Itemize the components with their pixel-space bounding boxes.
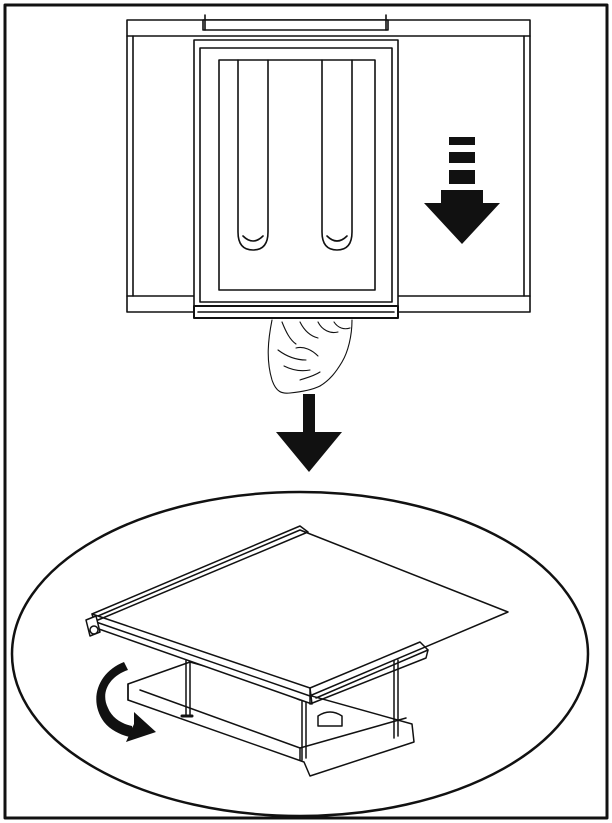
removed-drawer-detail xyxy=(85,525,509,777)
drawer-top-rail xyxy=(202,19,389,31)
hand-icon xyxy=(267,319,353,394)
drawer-front xyxy=(193,39,399,309)
drawer-slot-left xyxy=(237,59,269,251)
appliance-drawer-view xyxy=(126,14,531,319)
curved-rotate-arrow-icon xyxy=(96,662,156,742)
arrow-down-dashed-icon xyxy=(424,137,500,244)
drawer-slot-right xyxy=(321,59,353,251)
arrow-down-icon xyxy=(276,394,342,472)
figure-border xyxy=(3,3,609,820)
